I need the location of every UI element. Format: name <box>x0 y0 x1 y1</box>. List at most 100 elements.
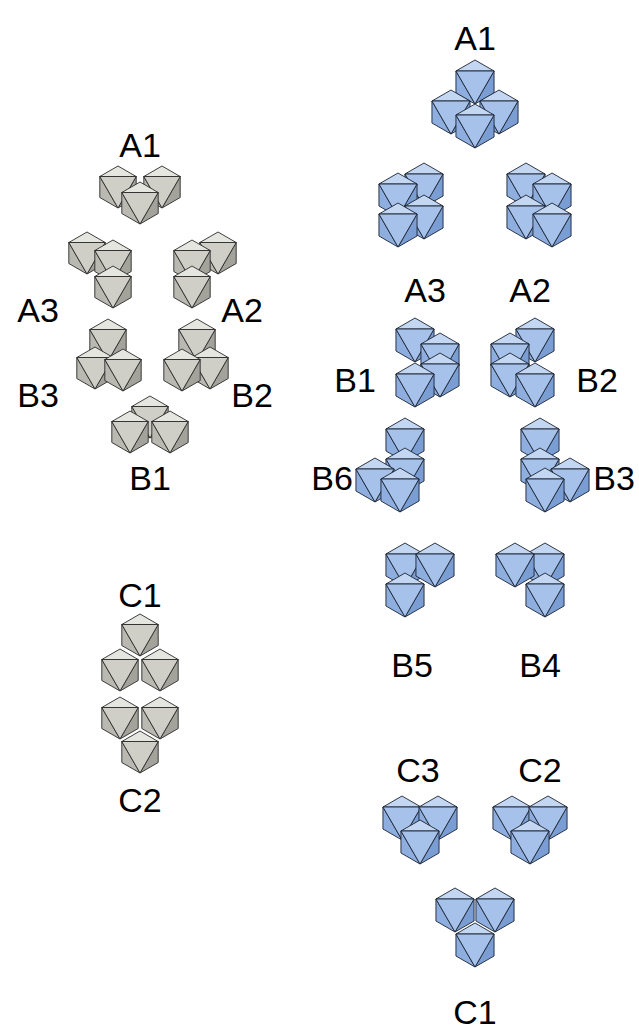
octahedron-face <box>405 163 443 174</box>
octahedron-face <box>142 697 178 708</box>
octahedron <box>416 543 454 587</box>
octahedron-face <box>200 232 236 243</box>
octahedron-face <box>122 742 158 774</box>
octahedron-face <box>386 418 424 429</box>
part-label: B5 <box>391 648 433 682</box>
octahedron-face <box>401 831 439 864</box>
octahedron-face <box>381 479 419 512</box>
octahedron-face <box>476 888 514 899</box>
octahedron <box>102 649 138 691</box>
octahedron <box>526 468 564 512</box>
part-label: B2 <box>576 363 618 397</box>
octahedron-face <box>142 660 178 692</box>
octahedron-face <box>102 660 138 692</box>
octahedron <box>152 411 188 453</box>
part-label: C2 <box>518 753 561 787</box>
octahedron <box>496 543 534 587</box>
octahedron-face <box>102 697 138 708</box>
octahedron-face <box>416 543 454 554</box>
octahedron-face <box>164 349 200 360</box>
octahedron-face <box>511 831 549 864</box>
octahedron-face <box>102 649 138 660</box>
octahedron-face <box>432 90 470 101</box>
octahedron-face <box>521 448 559 459</box>
octahedron-face <box>456 923 494 934</box>
octahedron-face <box>480 90 518 101</box>
octahedron <box>164 349 200 391</box>
octahedron-face <box>122 731 158 742</box>
octahedron-face <box>421 333 459 344</box>
octahedron <box>142 697 178 739</box>
octahedron <box>386 573 424 617</box>
octahedron <box>521 418 559 462</box>
octahedron-face <box>174 240 210 251</box>
octahedron-face <box>152 411 188 422</box>
part-label: A1 <box>454 21 496 55</box>
octahedron-face <box>142 649 178 660</box>
octahedron-face <box>456 115 494 148</box>
octahedron-face <box>122 182 158 193</box>
octahedron <box>456 104 494 148</box>
octahedron-face <box>144 166 180 177</box>
octahedron-face <box>436 888 474 899</box>
octahedron-face <box>105 360 141 392</box>
octahedron <box>476 888 514 932</box>
octahedron <box>102 697 138 739</box>
octahedron-face <box>401 820 439 831</box>
octahedron-face <box>396 374 434 407</box>
part-label: B6 <box>311 461 353 495</box>
octahedron-face <box>491 353 529 364</box>
octahedron-face <box>69 232 105 243</box>
octahedron-face <box>100 166 136 177</box>
part-label: B4 <box>519 648 561 682</box>
octahedron-face <box>526 468 564 479</box>
part-label: B2 <box>231 378 273 412</box>
octahedron-face <box>95 277 131 309</box>
octahedron-face <box>496 554 534 587</box>
octahedron <box>142 649 178 691</box>
part-label: C1 <box>453 995 496 1029</box>
octahedron-face <box>511 820 549 831</box>
octahedron <box>112 411 148 453</box>
octahedron-face <box>456 60 494 71</box>
octahedron-face <box>416 554 454 587</box>
octahedron-face <box>122 193 158 225</box>
octahedron <box>122 182 158 224</box>
octahedron-face <box>493 796 531 807</box>
octahedron-face <box>386 584 424 617</box>
octahedron-face <box>90 319 126 330</box>
octahedron <box>174 240 210 282</box>
octahedron-face <box>516 374 554 407</box>
octahedron <box>456 923 494 967</box>
octahedron <box>122 731 158 773</box>
octahedron-face <box>386 573 424 584</box>
octahedron <box>379 203 417 247</box>
octahedron-face <box>122 614 158 625</box>
octahedron-face <box>383 796 421 807</box>
part-label: A2 <box>221 293 263 327</box>
octahedron-face <box>174 266 210 277</box>
octahedron <box>533 173 571 217</box>
octahedron-face <box>496 543 534 554</box>
octahedron-face <box>456 104 494 115</box>
octahedron-face <box>396 363 434 374</box>
part-label: A3 <box>404 273 446 307</box>
octahedron-face <box>386 448 424 459</box>
part-label: A3 <box>17 293 59 327</box>
octahedron <box>526 573 564 617</box>
octahedron-face <box>533 173 571 184</box>
octahedron-face <box>491 333 529 344</box>
octahedron-face <box>132 396 168 407</box>
part-label: B3 <box>593 461 635 495</box>
octahedron-face <box>192 347 228 358</box>
octahedron-face <box>112 411 148 422</box>
part-label: C3 <box>396 753 439 787</box>
octahedron <box>95 266 131 308</box>
octahedron <box>516 363 554 407</box>
octahedron-face <box>95 266 131 277</box>
octahedron-face <box>526 479 564 512</box>
part-label: B1 <box>334 363 376 397</box>
octahedron-face <box>516 318 554 329</box>
